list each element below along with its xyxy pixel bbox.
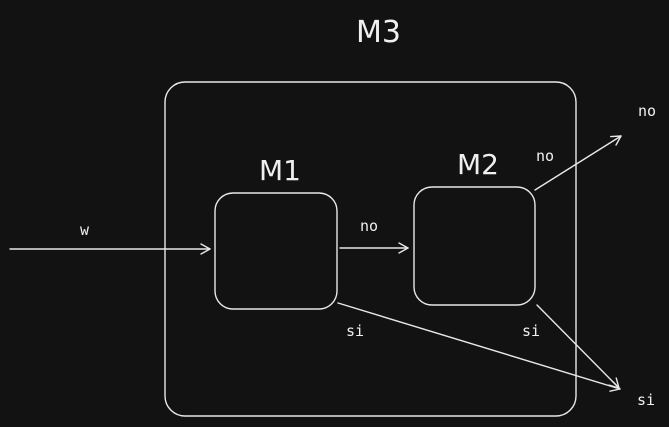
m3-title: M3 <box>356 15 401 50</box>
m2-to-si-label: si <box>522 322 540 340</box>
terminal-no-label: no <box>638 102 656 120</box>
m2-to-si-arrow <box>536 304 620 389</box>
m3-container <box>164 81 577 417</box>
m2-box <box>413 186 536 306</box>
m1-box <box>214 192 338 310</box>
terminal-si-label: si <box>637 391 655 409</box>
m2-to-no-label: no <box>536 147 554 165</box>
m2-title: M2 <box>457 148 499 181</box>
m2-to-no-arrow <box>534 135 622 191</box>
m1-to-m2-label: no <box>360 217 378 235</box>
input-label: w <box>80 221 90 239</box>
m1-to-si-arrow <box>337 302 621 392</box>
m1-to-si-label: si <box>346 322 364 340</box>
m1-title: M1 <box>259 154 301 187</box>
